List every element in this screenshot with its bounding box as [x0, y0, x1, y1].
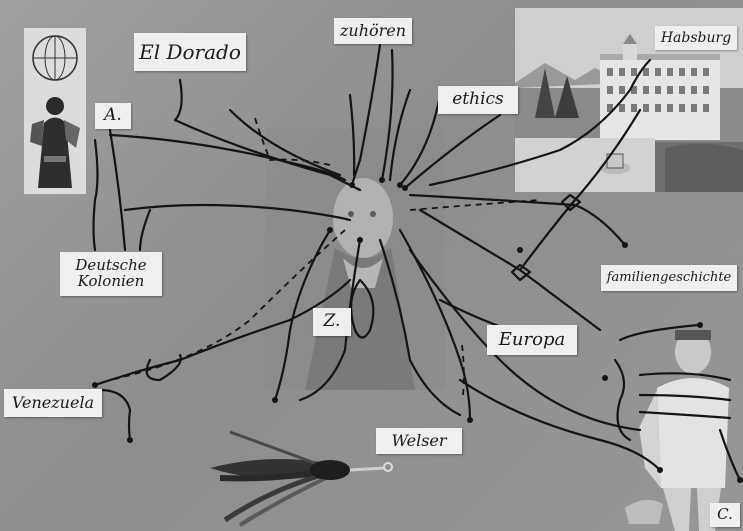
label-europa: Europa	[487, 325, 577, 355]
label-welser: Welser	[376, 428, 462, 454]
label-z: Z.	[313, 308, 351, 336]
label-zuhoren-text: zuhören	[340, 23, 406, 40]
label-venezuela: Venezuela	[4, 389, 102, 417]
label-venezuela-text: Venezuela	[12, 395, 94, 412]
label-europa-text: Europa	[499, 331, 565, 350]
label-a: A.	[95, 103, 131, 129]
label-c: C.	[710, 503, 740, 527]
label-habsburg-text: Habsburg	[661, 31, 731, 46]
label-deutsche-kolonien: Deutsche Kolonien	[60, 252, 162, 296]
label-z-text: Z.	[324, 313, 341, 331]
label-el-dorado-text: El Dorado	[139, 42, 241, 63]
label-el-dorado: El Dorado	[134, 33, 246, 71]
label-ethics-text: ethics	[452, 91, 504, 109]
label-c-text: C.	[717, 507, 733, 523]
label-welser-text: Welser	[391, 433, 446, 450]
label-habsburg: Habsburg	[655, 26, 737, 50]
label-familiengeschichte: familiengeschichte	[601, 265, 737, 291]
label-zuhoren: zuhören	[334, 18, 412, 44]
label-familiengeschichte-text: familiengeschichte	[607, 271, 732, 285]
label-a-text: A.	[104, 107, 122, 125]
label-ethics: ethics	[438, 86, 518, 114]
label-deutsche-kolonien-line2: Kolonien	[78, 274, 145, 290]
